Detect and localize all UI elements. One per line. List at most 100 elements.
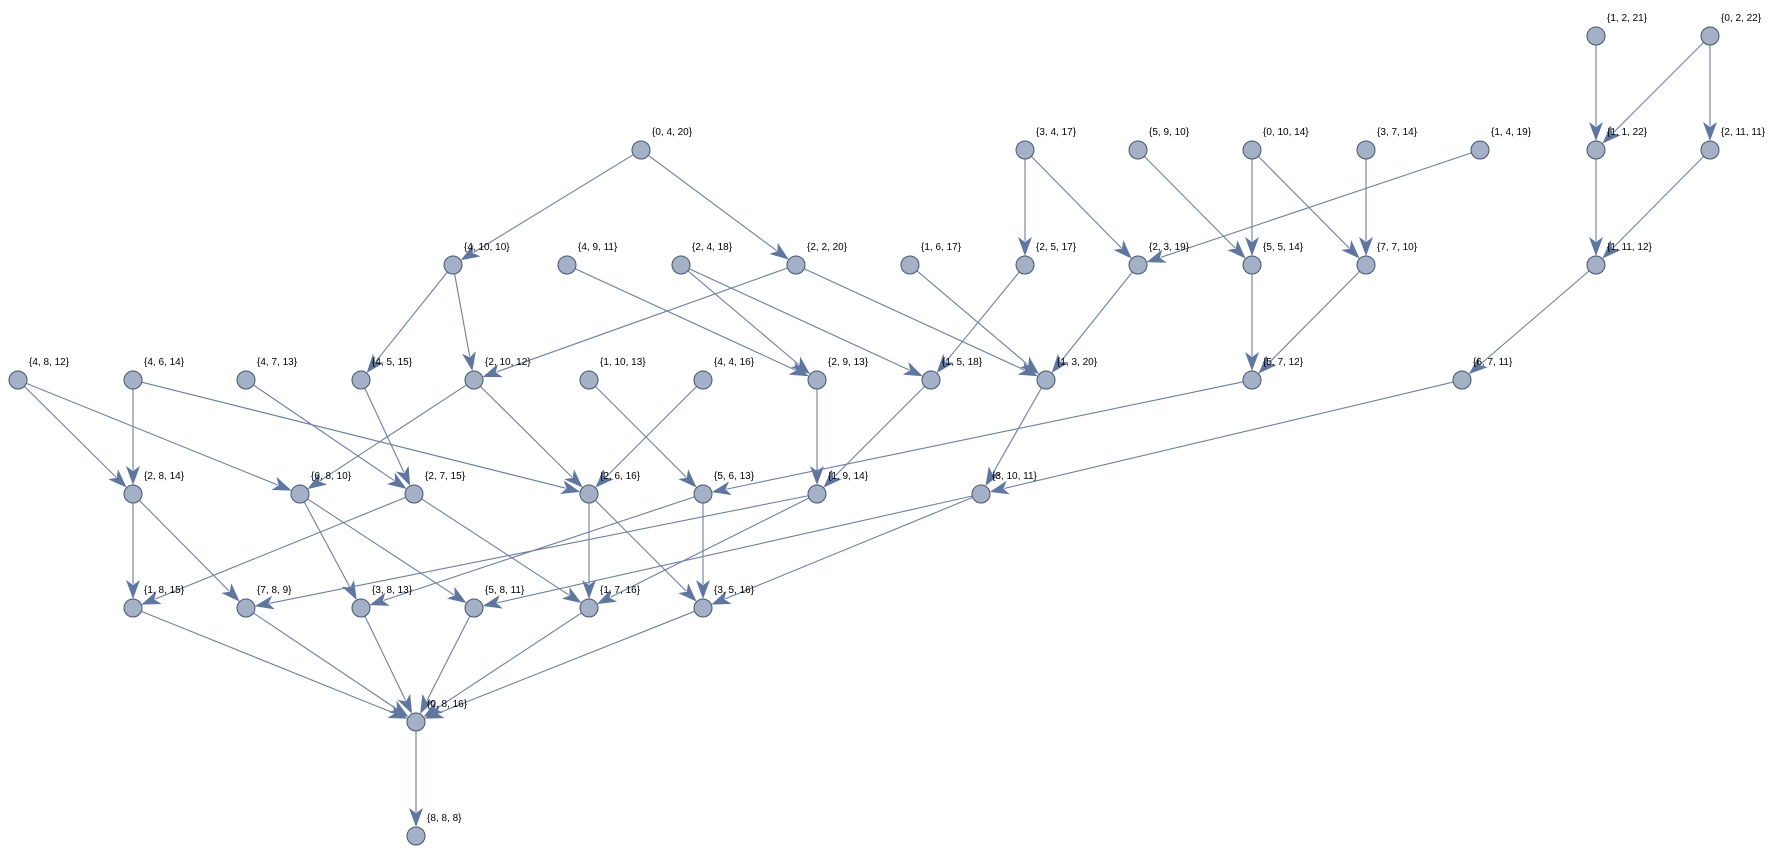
arrowhead-n21-n35 (560, 480, 581, 494)
arrowhead-n9-n19 (1602, 240, 1621, 259)
edge-n38-n42 (497, 495, 973, 604)
edge-n24-n35 (480, 385, 573, 478)
node-label: {2, 9, 13} (828, 357, 869, 368)
arrowhead-n2-n13 (769, 242, 789, 260)
node-label: {2, 2, 20} (807, 242, 848, 253)
node-label: {5, 9, 10} (1149, 127, 1190, 138)
node-label: {0, 8, 16} (427, 699, 468, 710)
node-label: {4, 9, 11} (578, 242, 618, 253)
edge-n23-n34 (364, 387, 405, 473)
graph-node (1242, 140, 1262, 160)
edge-n22-n34 (253, 384, 395, 481)
graph-node (1242, 255, 1262, 275)
arrowhead-n6-n18 (1359, 237, 1373, 256)
node-label: {2, 11, 11} (1721, 127, 1766, 138)
arrowhead-n35-n43 (582, 580, 596, 599)
graph-node (1586, 26, 1606, 46)
edge-n3-n16 (1030, 156, 1122, 249)
graph-node (404, 484, 424, 504)
edge-n15-n28 (945, 271, 1020, 362)
node-label: {3, 10, 11} (992, 471, 1038, 482)
arrowhead-n1-n9 (1703, 122, 1717, 141)
arrowhead-n24-n35 (564, 469, 583, 488)
edge-n20-n32 (24, 385, 117, 478)
edge-n33-n42 (307, 498, 455, 596)
edge-n43-n45 (435, 612, 582, 710)
node-label: {5, 8, 11} (485, 585, 525, 596)
graph-node (1586, 255, 1606, 275)
edge-n33-n41 (303, 501, 351, 588)
node-label: {2, 10, 12} (485, 357, 531, 368)
graph-node (579, 484, 599, 504)
node-label: {7, 7, 10} (1377, 242, 1418, 253)
edge-n37-n40 (269, 495, 809, 604)
node-label: {5, 5, 14} (1263, 242, 1304, 253)
arrowhead-n42-n45 (420, 693, 435, 714)
edge-n34-n39 (155, 496, 406, 600)
node-label: {2, 5, 17} (1036, 242, 1077, 253)
arrowhead-n20-n32 (108, 469, 127, 488)
arrowhead-n29-n38 (985, 466, 1001, 487)
graph-node (1700, 140, 1720, 160)
node-label: {3, 5, 16} (714, 585, 755, 596)
edge-n19-n31 (1479, 270, 1590, 365)
edge-n2-n10 (473, 154, 634, 253)
node-label: {5, 7, 12} (1263, 357, 1304, 368)
arrowhead-n35-n44 (678, 583, 697, 602)
graph-node (290, 484, 310, 504)
graph-node (8, 370, 28, 390)
arrowhead-n34-n43 (561, 586, 582, 604)
edge-n2-n13 (647, 154, 778, 252)
arrowhead-n1-n8 (1602, 125, 1621, 144)
edge-n12-n27 (687, 270, 800, 365)
node-label: {1, 1, 22} (1607, 127, 1648, 138)
arrowhead-n12-n28 (902, 361, 923, 377)
graph-node (123, 370, 143, 390)
node-label: {2, 6, 16} (600, 471, 641, 482)
arrowhead-n21-n32 (126, 466, 140, 485)
node-label: {3, 8, 13} (372, 585, 413, 596)
edge-n34-n43 (421, 498, 570, 596)
edge-n30-n36 (726, 381, 1244, 490)
graph-node (236, 370, 256, 390)
graph-node (807, 370, 827, 390)
node-label: {4, 7, 13} (257, 357, 298, 368)
graph-node (971, 484, 991, 504)
arrowhead-n38-n42 (482, 595, 503, 609)
edge-n28-n37 (833, 385, 926, 478)
graph-node (1242, 370, 1262, 390)
node-label: {4, 5, 15} (372, 357, 413, 368)
arrowhead-n3-n16 (1113, 240, 1132, 259)
node-label: {0, 2, 22} (1721, 13, 1762, 24)
graph-node (1015, 140, 1035, 160)
arrowhead-n25-n36 (678, 469, 697, 488)
graph-node (579, 598, 599, 618)
node-label: {2, 7, 15} (425, 471, 466, 482)
node-label: {1, 10, 13} (600, 357, 646, 368)
node-label: {1, 7, 16} (600, 585, 641, 596)
arrowhead-n0-n8 (1589, 122, 1603, 141)
edge-n25-n36 (594, 385, 687, 478)
edge-n1-n8 (1612, 41, 1705, 134)
node-layer: {1, 2, 21}{0, 2, 22}{0, 4, 20}{3, 4, 17}… (8, 13, 1766, 846)
graph-node (464, 598, 484, 618)
arrowhead-n41-n45 (397, 693, 413, 714)
graph-node (406, 826, 426, 846)
node-label: {1, 4, 19} (1491, 127, 1532, 138)
graph-node (464, 370, 484, 390)
node-label: {6, 8, 10} (311, 471, 352, 482)
graph-node (557, 255, 577, 275)
arrowhead-n31-n38 (989, 480, 1010, 495)
graph-node (671, 255, 691, 275)
edge-n32-n40 (138, 500, 230, 592)
node-label: {4, 10, 10} (464, 242, 510, 253)
arrowhead-n2-n10 (460, 244, 481, 261)
arrowhead-n26-n35 (595, 469, 614, 488)
arrowhead-n24-n33 (307, 472, 328, 490)
edge-n5-n18 (1257, 156, 1350, 249)
graph-node (236, 598, 256, 618)
arrowhead-n40-n45 (388, 700, 409, 717)
edge-n37-n43 (610, 497, 810, 598)
node-label: {1, 11, 12} (1607, 242, 1653, 253)
